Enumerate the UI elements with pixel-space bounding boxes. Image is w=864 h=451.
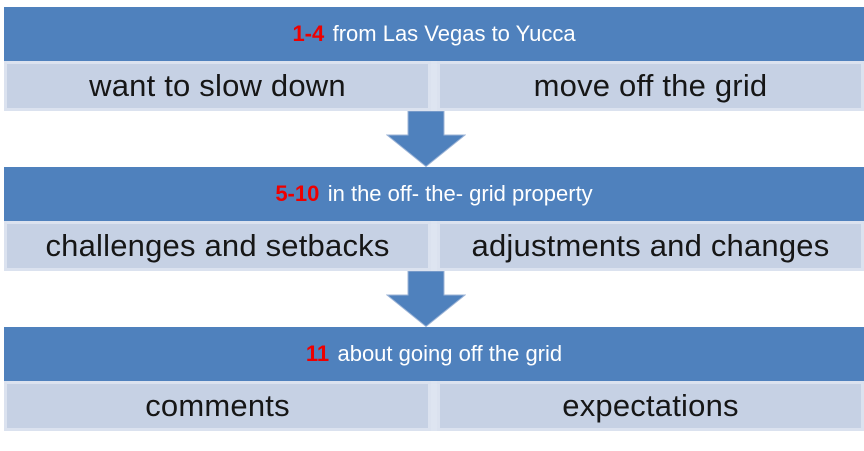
down-arrow-icon xyxy=(386,271,466,327)
section-1-title: from Las Vegas to Yucca xyxy=(332,21,576,46)
section-3-title: about going off the grid xyxy=(337,341,563,366)
section-2-title: in the off- the- grid property xyxy=(327,181,593,206)
section-2-cell-right: adjustments and changes xyxy=(437,221,864,271)
section-2-header: 5-10 in the off- the- grid property xyxy=(4,167,864,221)
section-1-header: 1-4 from Las Vegas to Yucca xyxy=(4,7,864,61)
section-1-number: 1-4 xyxy=(292,21,325,46)
section-1-cell-left: want to slow down xyxy=(4,61,431,111)
section-1-cell-right: move off the grid xyxy=(437,61,864,111)
section-3-header: 11 about going off the grid xyxy=(4,327,864,381)
section-3-number: 11 xyxy=(305,341,330,366)
section-2-cell-left: challenges and setbacks xyxy=(4,221,431,271)
section-2-number: 5-10 xyxy=(275,181,320,206)
section-3-cell-left: comments xyxy=(4,381,431,431)
down-arrow-icon xyxy=(386,111,466,167)
flow-diagram: 1-4 from Las Vegas to Yucca want to slow… xyxy=(4,7,864,431)
arrow-gap-1 xyxy=(4,111,864,167)
section-3-cells-row: comments expectations xyxy=(4,381,864,431)
section-2-cells-row: challenges and setbacks adjustments and … xyxy=(4,221,864,271)
arrow-gap-2 xyxy=(4,271,864,327)
section-1-cells-row: want to slow down move off the grid xyxy=(4,61,864,111)
section-3-cell-right: expectations xyxy=(437,381,864,431)
